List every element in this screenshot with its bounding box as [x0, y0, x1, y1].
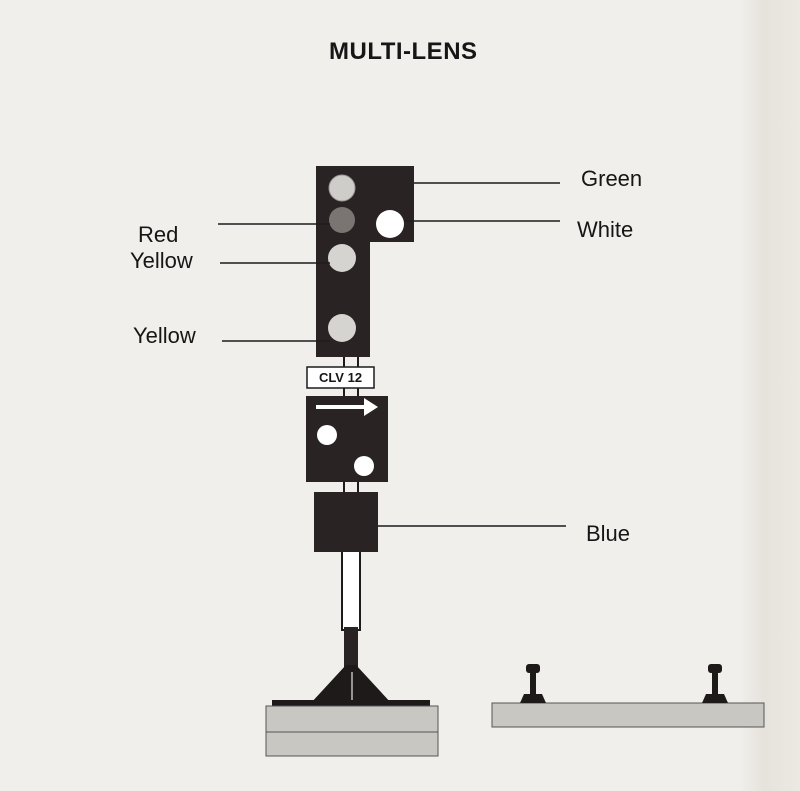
number-plate: CLV 12: [306, 366, 375, 389]
lens-yellow-lower: [328, 314, 356, 342]
arrow-right-icon: [316, 398, 378, 416]
lens-white: [376, 210, 404, 238]
page-edge-shading: [740, 0, 800, 791]
signal-base: [265, 665, 439, 757]
diagram-title: MULTI-LENS: [329, 38, 478, 65]
rail-left: [520, 664, 546, 703]
leader-lines: [218, 182, 566, 527]
main-signal-head: [316, 166, 414, 357]
lens-yellow-upper: [328, 244, 356, 272]
plate-text: CLV 12: [319, 370, 362, 385]
rail-right: [702, 664, 728, 703]
label-red: Red: [138, 222, 179, 247]
lens-green: [328, 174, 356, 202]
route-indicator-panel: [306, 396, 388, 482]
label-yellow-upper: Yellow: [130, 248, 193, 273]
lens-white-left: [317, 425, 337, 445]
blue-signal-panel: [314, 492, 378, 552]
label-green: Green: [581, 166, 643, 191]
lens-white-right: [354, 456, 374, 476]
lens-red: [329, 207, 355, 233]
label-blue: Blue: [586, 521, 631, 546]
track-section: [491, 664, 765, 728]
signal-mast: [341, 357, 361, 677]
label-yellow-lower: Yellow: [133, 323, 196, 348]
label-white: White: [577, 217, 634, 242]
